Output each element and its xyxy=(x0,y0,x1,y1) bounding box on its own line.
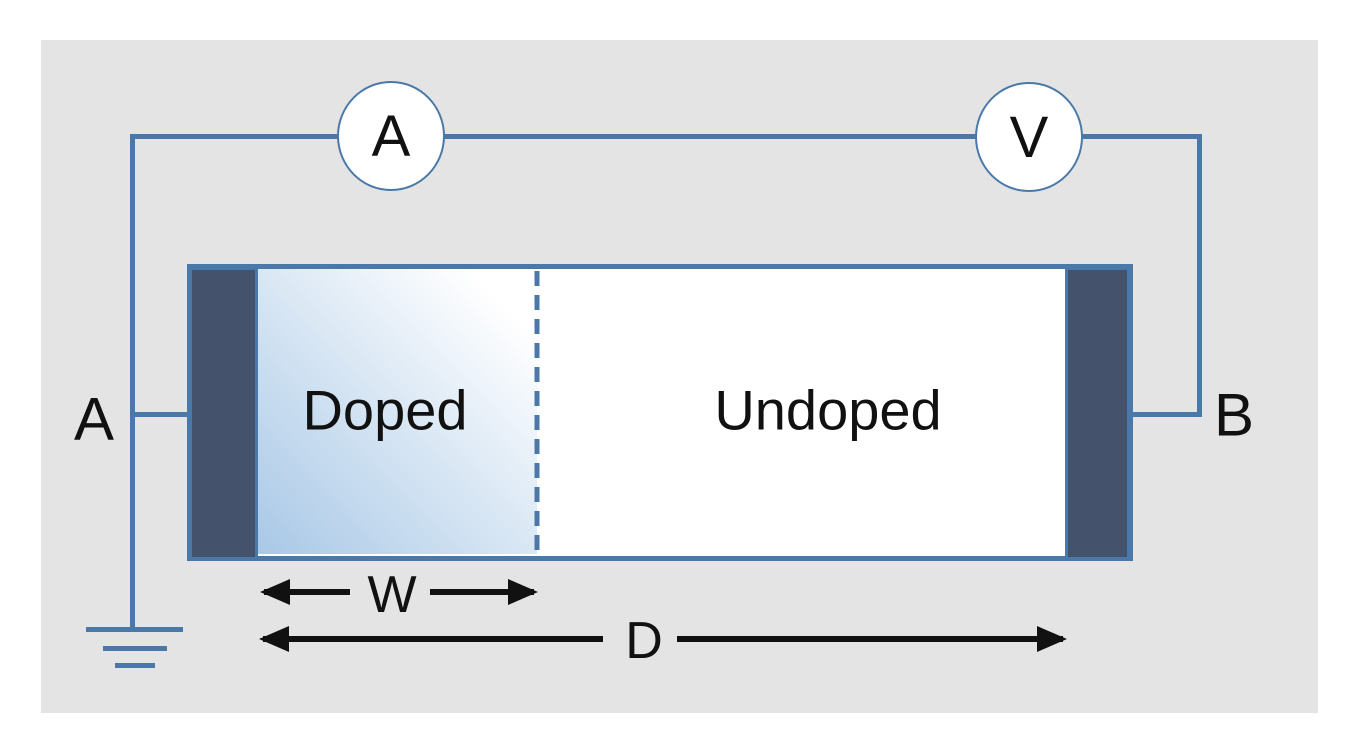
ammeter-label: A xyxy=(371,103,411,169)
length-dimension-arrow xyxy=(259,626,1067,652)
undoped-region-label: Undoped xyxy=(714,378,942,442)
doped-region xyxy=(258,269,537,554)
ammeter: A xyxy=(337,81,445,191)
wires xyxy=(130,134,1202,627)
width-dimension-label: W xyxy=(367,566,417,624)
terminal-b-label: B xyxy=(1213,381,1255,449)
right-electrode xyxy=(1065,267,1130,560)
length-dimension-label: D xyxy=(625,612,663,670)
left-electrode xyxy=(189,267,258,560)
voltmeter-label: V xyxy=(1009,104,1049,170)
ground-symbol xyxy=(86,627,183,668)
voltmeter: V xyxy=(975,82,1083,192)
doped-region-label: Doped xyxy=(302,378,468,442)
terminal-a-label: A xyxy=(73,385,115,453)
width-dimension-arrow xyxy=(260,579,538,605)
